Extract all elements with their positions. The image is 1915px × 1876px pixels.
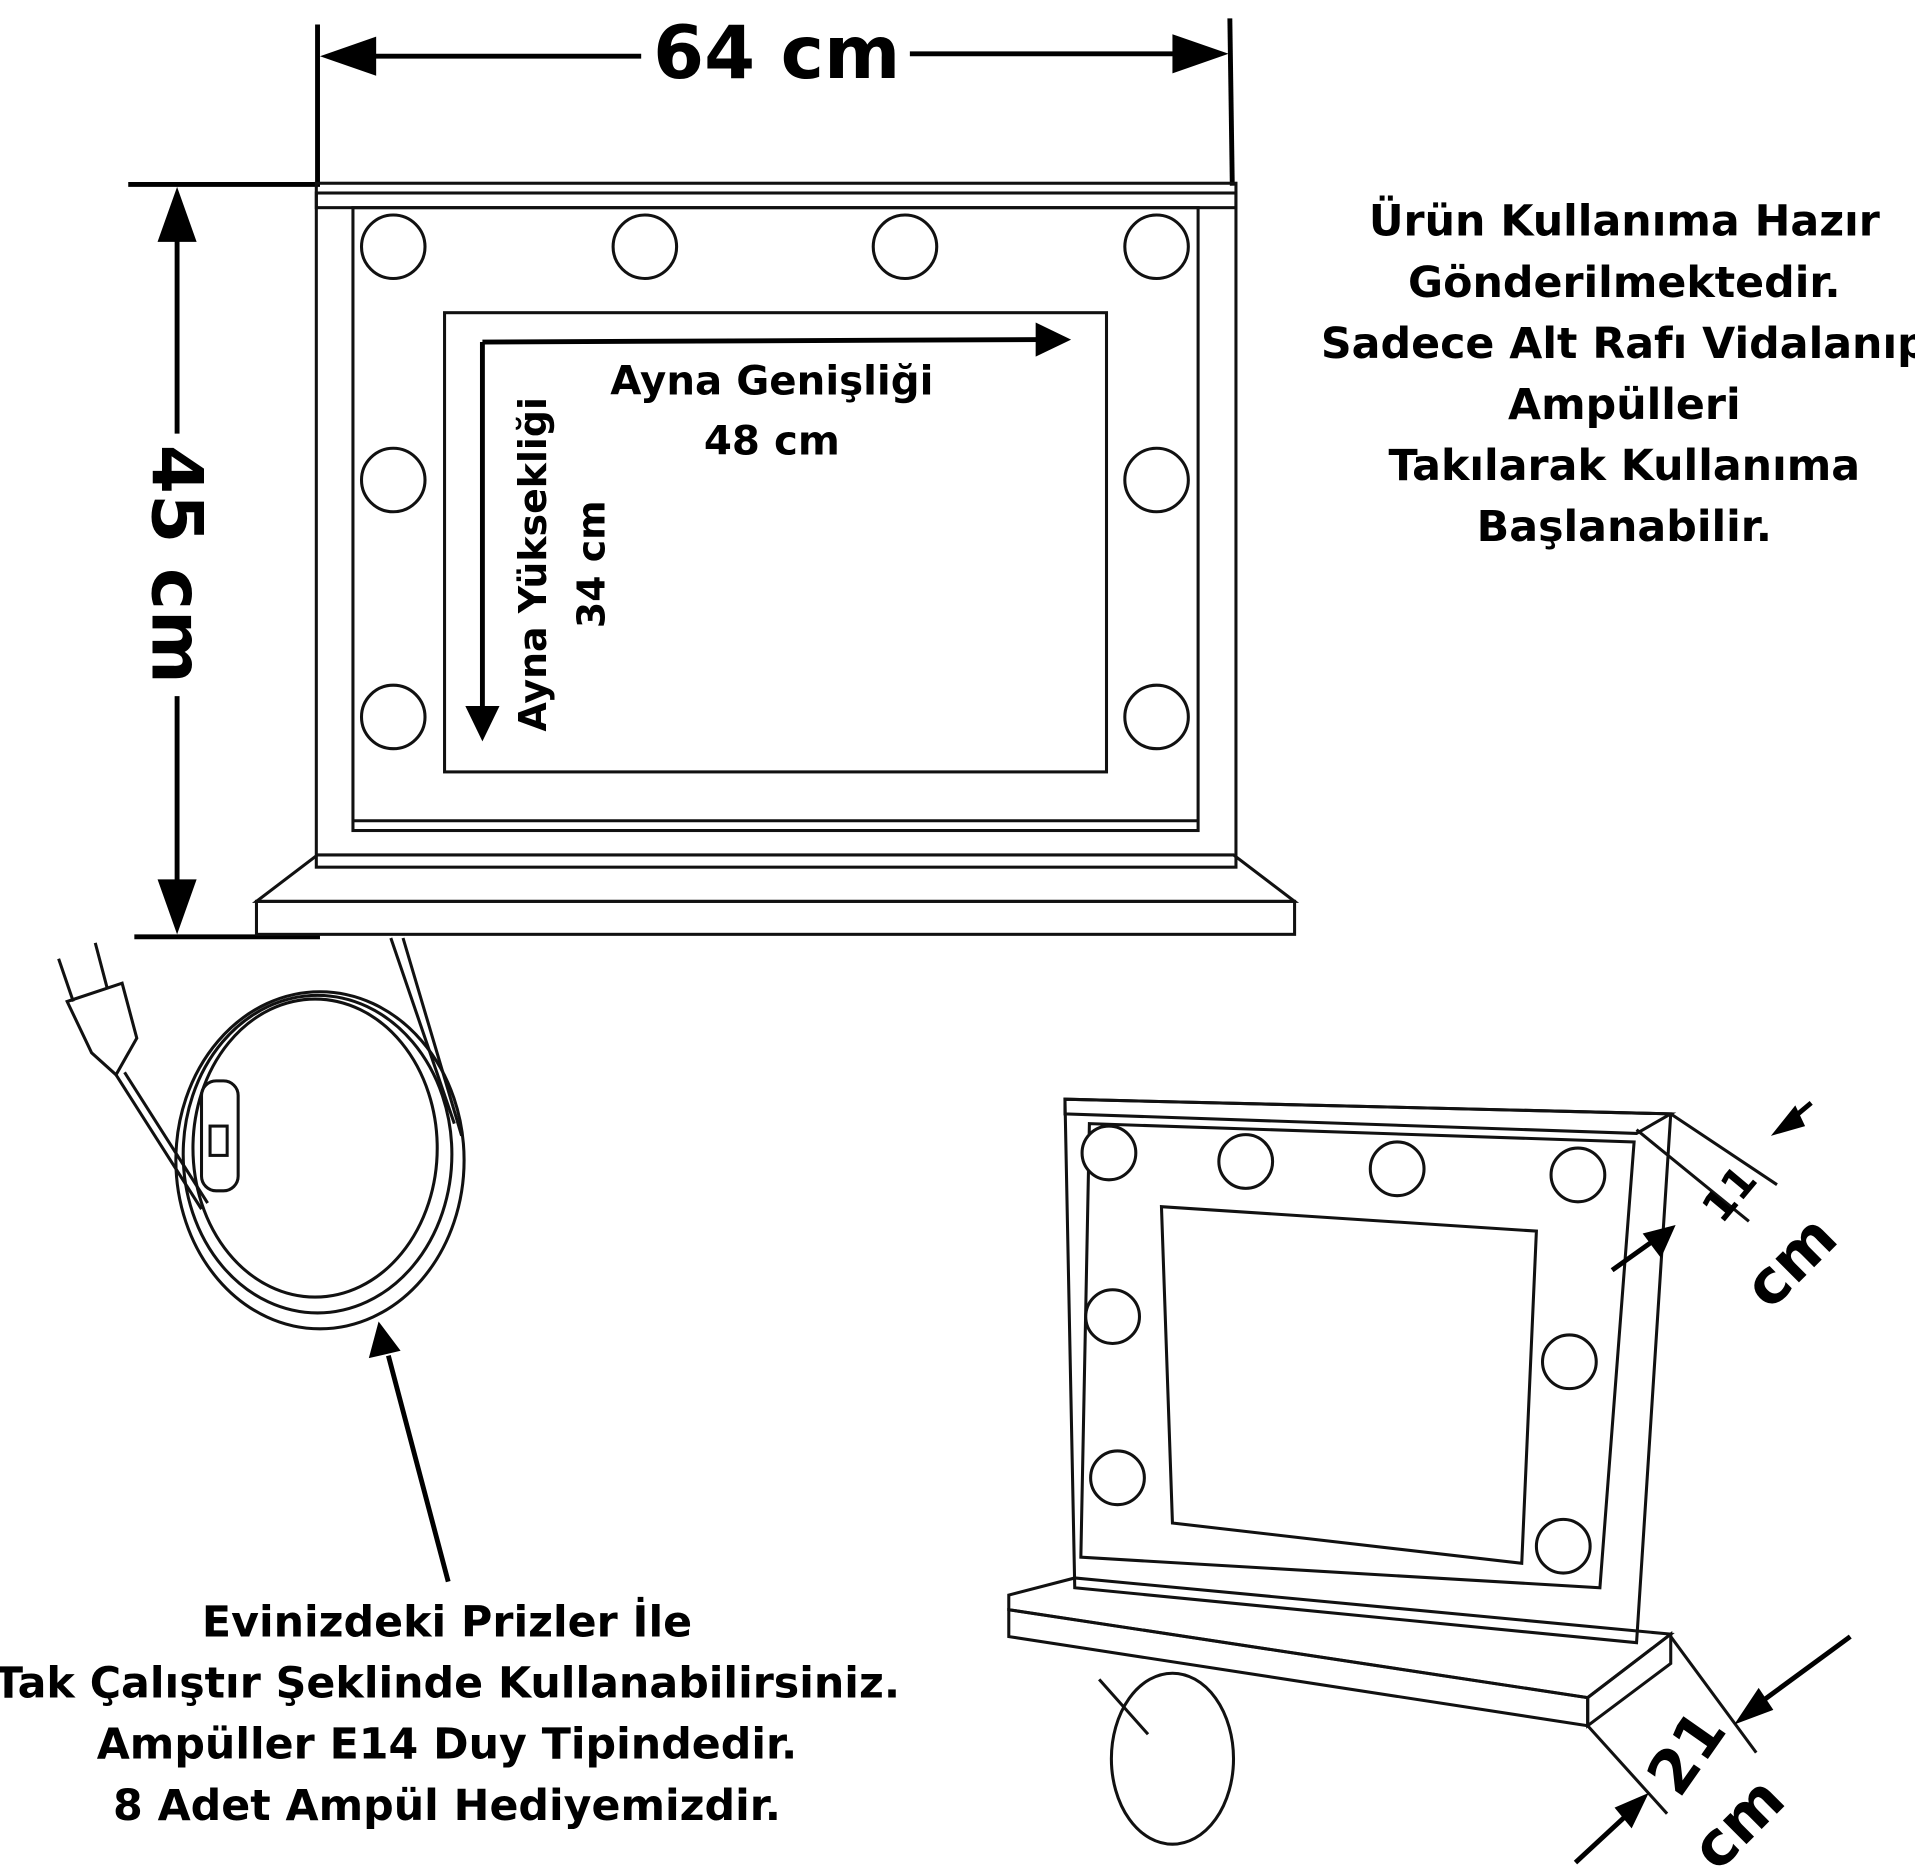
note-line: Ürün Kullanıma Hazır — [1369, 196, 1880, 247]
bulbs — [359, 213, 1190, 751]
width-dimension: 64 cm — [315, 11, 1235, 186]
perspective-view-mirror: 11 cm 21 cm — [1007, 1097, 1852, 1876]
note-line: Ampülleri — [1508, 380, 1741, 430]
mirror-width-label: Ayna Genişliği — [610, 358, 933, 405]
note-line: Tak Çalıştır Şeklinde Kullanabilirsiniz. — [0, 1659, 900, 1709]
note-line: Sadece Alt Rafı Vidalanıp — [1321, 319, 1915, 369]
note-line: Takılarak Kullanıma — [1389, 441, 1861, 491]
height-label: 45 cm — [136, 445, 219, 684]
note-line: Ampüller E14 Duy Tipindedir. — [97, 1720, 798, 1770]
mirror-height-label: Ayna Yüksekliği — [511, 397, 555, 732]
frame-depth-number: 11 — [1692, 1156, 1767, 1232]
mirror-height-value: 34 cm — [570, 500, 614, 628]
mirror-width-value: 48 cm — [704, 417, 840, 464]
ready-note: Ürün Kullanıma Hazır Gönderilmektedir. S… — [1321, 196, 1915, 552]
power-cable-illustration — [57, 937, 466, 1583]
height-dimension: 45 cm — [128, 182, 320, 940]
mirror-glass — [443, 311, 1109, 774]
note-line: Evinizdeki Prizler İle — [202, 1597, 692, 1648]
note-line: 8 Adet Ampül Hediyemizdir. — [113, 1781, 781, 1831]
switch-icon — [199, 1079, 240, 1193]
plug-note: Evinizdeki Prizler İle Tak Çalıştır Şekl… — [0, 1597, 900, 1831]
front-view-mirror: Ayna Genişliği 48 cm Ayna Yüksekliği 34 … — [251, 181, 1300, 936]
note-line: Gönderilmektedir. — [1408, 258, 1841, 308]
width-label: 64 cm — [653, 11, 900, 96]
note-line: Başlanabilir. — [1477, 502, 1772, 552]
